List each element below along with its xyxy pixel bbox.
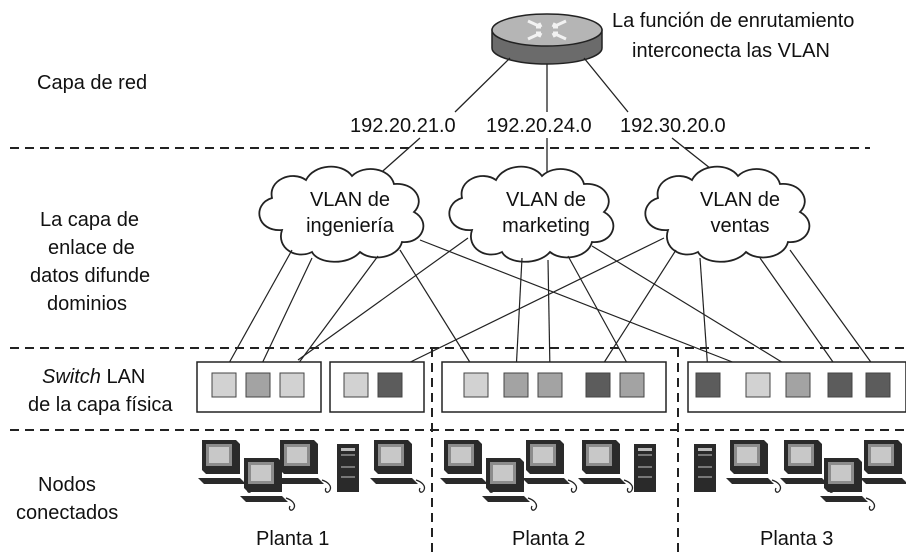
- port-ingenieria: [343, 372, 369, 398]
- router-link-1: [454, 57, 511, 113]
- workstation-icon: [859, 439, 906, 493]
- port-ventas: [377, 372, 403, 398]
- workstation-icon: [725, 439, 782, 493]
- router-icon: [491, 13, 603, 65]
- switch-ports: [211, 372, 891, 398]
- workstation-icon: [275, 439, 332, 493]
- port-ventas: [585, 372, 611, 398]
- layer-label-physical-2: de la capa física: [28, 394, 173, 416]
- layer-label-datalink-2: enlace de: [48, 237, 135, 259]
- router-link-3: [583, 57, 629, 113]
- layer-label-physical-1: Switch LAN: [42, 364, 145, 390]
- layer-label-datalink-3: datos difunde: [30, 265, 151, 287]
- port-marketing: [537, 372, 563, 398]
- router-caption-line2: interconecta las VLAN: [632, 40, 830, 62]
- floor-3-nodes: [694, 439, 906, 511]
- subnet-label-2: 192.20.24.0: [486, 115, 592, 137]
- server-icon: [694, 444, 716, 492]
- port-ingenieria: [279, 372, 305, 398]
- layer-label-network: Capa de red: [37, 72, 148, 94]
- vlan-port-links: [223, 237, 879, 373]
- port-marketing: [503, 372, 529, 398]
- switch-word: Switch: [42, 366, 101, 388]
- floor-1-nodes: [197, 439, 426, 511]
- floor-label-3: Planta 3: [760, 528, 834, 550]
- workstation-icon: [521, 439, 578, 493]
- port-marketing: [785, 372, 811, 398]
- vlan-marketing-label-2: marketing: [502, 215, 590, 237]
- layer-label-nodes-2: conectados: [16, 502, 119, 524]
- port-marketing: [619, 372, 645, 398]
- workstation-icon: [369, 439, 426, 493]
- port-marketing: [245, 372, 271, 398]
- layer-label-datalink-1: La capa de: [40, 209, 139, 231]
- layer-label-datalink-4: dominios: [47, 293, 128, 315]
- vlan-ventas-label-1: VLAN de: [699, 189, 781, 211]
- vlan-ventas-label-2: ventas: [710, 215, 770, 237]
- workstation-icon: [577, 439, 634, 493]
- floor-label-1: Planta 1: [256, 528, 330, 550]
- server-icon: [634, 444, 656, 492]
- vlan-cloud-marketing: [448, 165, 615, 263]
- server-icon: [337, 444, 359, 492]
- vlan-ingenieria-label-2: ingeniería: [306, 215, 394, 237]
- vlan-ingenieria-label-1: VLAN de: [309, 189, 391, 211]
- lan-word: LAN: [100, 366, 146, 388]
- floor-2-nodes: [439, 439, 656, 511]
- port-ingenieria: [211, 372, 237, 398]
- port-ventas: [827, 372, 853, 398]
- vlan-cloud-ventas: [644, 165, 811, 263]
- port-ingenieria: [463, 372, 489, 398]
- port-ingenieria: [745, 372, 771, 398]
- subnet-label-1: 192.20.21.0: [350, 115, 456, 137]
- layer-label-nodes-1: Nodos: [38, 474, 96, 496]
- port-ventas: [695, 372, 721, 398]
- router-caption-line1: La función de enrutamiento: [612, 10, 855, 32]
- port-ventas: [865, 372, 891, 398]
- floor-label-2: Planta 2: [512, 528, 586, 550]
- subnet-label-3: 192.30.20.0: [620, 115, 726, 137]
- vlan-cloud-ingenieria: [258, 165, 425, 263]
- vlan-marketing-label-1: VLAN de: [505, 189, 587, 211]
